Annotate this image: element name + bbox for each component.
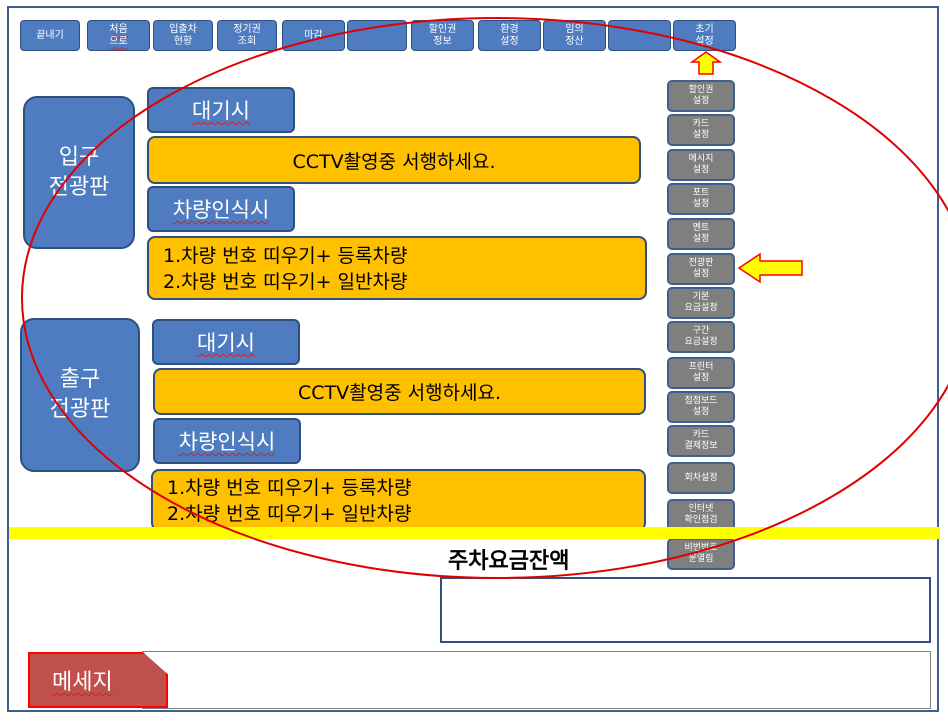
entrance-idle-text: 대기시 — [192, 99, 250, 123]
entrance-recognized-line-1: 1.차량 번호 띠우기+ 등록차량 — [163, 245, 408, 267]
entrance-sign-label: 입구 전광판 — [23, 96, 135, 249]
base-fee-settings-button[interactable]: 기본 요금설정 — [667, 287, 735, 319]
message-label: 메세지 — [28, 652, 168, 708]
exit-idle-message-text: CCTV촬영중 서행하세요. — [297, 382, 502, 404]
display-board-settings-button[interactable]: 전광판 설정 — [667, 253, 735, 285]
initial-settings-button[interactable]: 초기 설정 — [673, 20, 736, 51]
entrance-idle-message: CCTV촬영중 서행하세요. — [147, 136, 641, 184]
home-button[interactable]: 처음 으로 — [87, 20, 150, 51]
message-display — [142, 651, 931, 709]
environment-settings-button[interactable]: 환경 설정 — [478, 20, 541, 51]
contact-board-settings-button[interactable]: 접점보드 설정 — [667, 391, 735, 423]
exit-button[interactable]: 끝내기 — [20, 20, 80, 51]
interval-fee-settings-button[interactable]: 구간 요금설정 — [667, 321, 735, 353]
exit-recognized-message: 1.차량 번호 띠우기+ 등록차량 2.차량 번호 띠우기+ 일반차량 — [151, 469, 646, 531]
toolbar-blank-button-1[interactable] — [347, 20, 407, 51]
entrance-recognized-line-2: 2.차량 번호 띠우기+ 일반차량 — [163, 271, 408, 293]
balance-display — [440, 577, 931, 643]
entrance-recognized-label: 차량인식시 — [147, 186, 295, 232]
closing-button[interactable]: 마감 — [282, 20, 345, 51]
balance-title: 주차요금잔액 — [448, 549, 570, 574]
entrance-idle-label: 대기시 — [147, 87, 295, 133]
discount-info-button[interactable]: 할인권 정보 — [411, 20, 474, 51]
message-settings-button[interactable]: 메시지 설정 — [667, 149, 735, 181]
entrance-idle-message-text: CCTV촬영중 서행하세요. — [292, 150, 496, 173]
exit-recognized-line-1: 1.차량 번호 띠우기+ 등록차량 — [167, 477, 412, 499]
toolbar-blank-button-2[interactable] — [608, 20, 671, 51]
home-button-label: 처음 으로 — [109, 23, 128, 47]
exit-recognized-line-2: 2.차량 번호 띠우기+ 일반차량 — [167, 503, 412, 525]
card-settings-button[interactable]: 카드 설정 — [667, 114, 735, 146]
exit-idle-message: CCTV촬영중 서행하세요. — [153, 368, 646, 415]
printer-settings-button[interactable]: 프린터 설정 — [667, 357, 735, 389]
entry-exit-status-button[interactable]: 입출차 현황 — [153, 20, 213, 51]
password-door-open-button[interactable]: 비번번호 문열림 — [667, 538, 735, 570]
manual-settlement-button[interactable]: 임의 정산 — [543, 20, 606, 51]
exit-recognized-text: 차량인식시 — [178, 430, 276, 454]
exit-recognized-label: 차량인식시 — [153, 418, 301, 464]
entrance-recognized-text: 차량인식시 — [172, 198, 270, 222]
card-payment-info-button[interactable]: 카드 결제정보 — [667, 425, 735, 457]
message-label-text: 메세지 — [52, 670, 113, 695]
announcement-settings-button[interactable]: 멘트 설정 — [667, 218, 735, 250]
turnaround-settings-button[interactable]: 회차설정 — [667, 462, 735, 494]
season-pass-lookup-button[interactable]: 정기권 조회 — [217, 20, 277, 51]
exit-idle-text: 대기시 — [197, 331, 255, 355]
discount-coupon-settings-button[interactable]: 할인권 설정 — [667, 80, 735, 112]
entrance-recognized-message: 1.차량 번호 띠우기+ 등록차량 2.차량 번호 띠우기+ 일반차량 — [147, 236, 647, 300]
port-settings-button[interactable]: 포트 설정 — [667, 183, 735, 215]
exit-idle-label: 대기시 — [152, 319, 300, 365]
exit-sign-label: 출구 전광판 — [20, 318, 140, 472]
section-divider — [9, 527, 940, 539]
